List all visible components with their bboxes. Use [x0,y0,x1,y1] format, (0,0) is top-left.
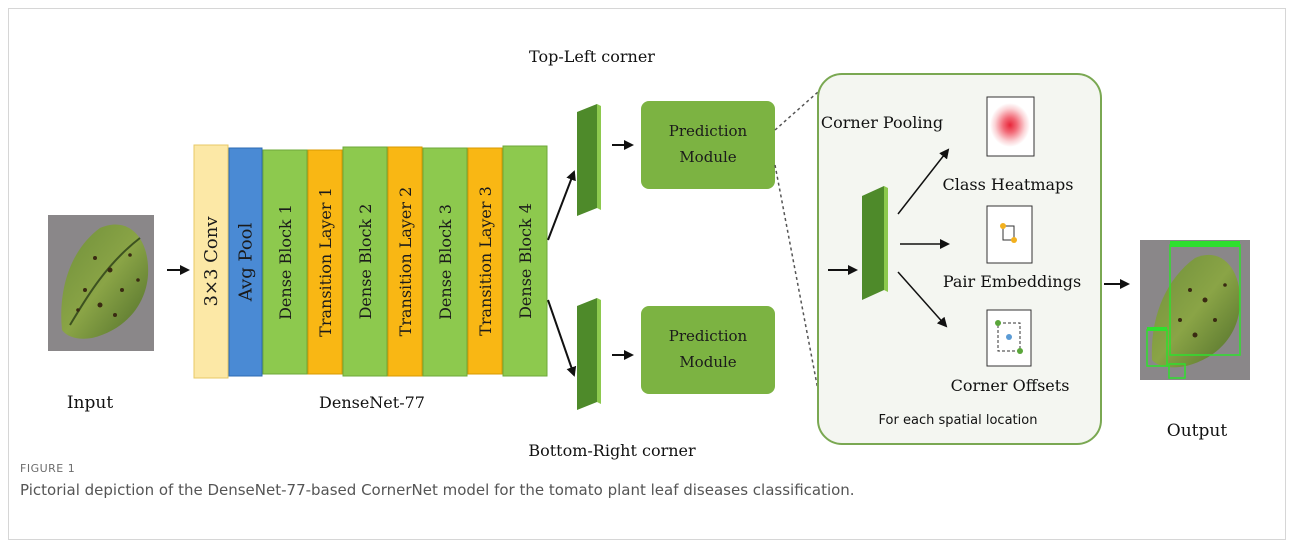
zoom-line-top [774,91,819,131]
input-label: Input [67,393,113,413]
prediction-module-top-line1: Prediction [669,122,748,140]
prediction-module-top: Prediction Module [641,101,775,189]
prediction-module-bottom-line1: Prediction [669,327,748,345]
arrow-to-heatmap [897,148,950,215]
figure-label: FIGURE 1 [20,462,76,475]
block-6: Transition Layer 2 [387,146,423,377]
bottom-right-feature-map [577,298,601,410]
block-9-label: Dense Block 4 [516,203,535,319]
corner-offsets-label: Corner Offsets [951,376,1070,395]
block-1-label: 3×3 Conv [201,216,222,307]
arrow-to-bottom-branch [547,299,577,377]
pair-embedding-icon [986,205,1033,264]
top-left-feature-map [577,104,601,216]
block-2-label: Avg Pool [236,223,257,303]
input-image [48,215,154,351]
block-4-label: Transition Layer 1 [316,187,335,337]
prediction-module-top-line2: Module [679,148,736,166]
corner-pooling-label: Corner Pooling [821,113,943,132]
block-1: 3×3 Conv [193,144,229,379]
block-3: Dense Block 1 [262,149,308,375]
heatmap-icon [986,96,1035,157]
block-8-label: Transition Layer 3 [476,186,495,336]
backbone-label: DenseNet-77 [319,393,425,412]
block-4: Transition Layer 1 [307,149,343,375]
class-heatmaps-label: Class Heatmaps [943,175,1074,194]
pooling-feature-map [862,186,888,300]
arrow-to-top-branch [547,170,576,241]
block-8: Transition Layer 3 [467,147,503,375]
figure-caption: Pictorial depiction of the DenseNet-77-b… [20,481,855,499]
arrow-to-offsets [897,271,948,328]
block-5: Dense Block 2 [342,146,388,377]
prediction-module-bottom: Prediction Module [641,306,775,394]
top-left-corner-label: Top-Left corner [529,47,655,66]
output-label: Output [1167,421,1228,441]
bottom-right-corner-label: Bottom-Right corner [528,441,696,460]
corner-offsets-icon [986,309,1032,367]
densenet-blocks: 3×3 Conv Avg Pool Dense Block 1 Transition … [193,144,548,379]
pair-embeddings-label: Pair Embeddings [943,272,1081,291]
block-9: Dense Block 4 [502,145,548,377]
output-image [1140,240,1250,380]
block-3-label: Dense Block 1 [276,204,295,320]
block-7: Dense Block 3 [422,147,468,377]
spatial-note: For each spatial location [879,413,1038,428]
prediction-module-bottom-line2: Module [679,353,736,371]
block-5-label: Dense Block 2 [356,204,375,320]
block-2: Avg Pool [228,147,263,377]
zoom-line-bottom [774,164,819,391]
cornernet-diagram: Input 3×3 Conv Avg Pool Dense Block 1 Trans… [48,47,1250,460]
block-6-label: Transition Layer 2 [396,187,415,337]
block-7-label: Dense Block 3 [436,204,455,320]
